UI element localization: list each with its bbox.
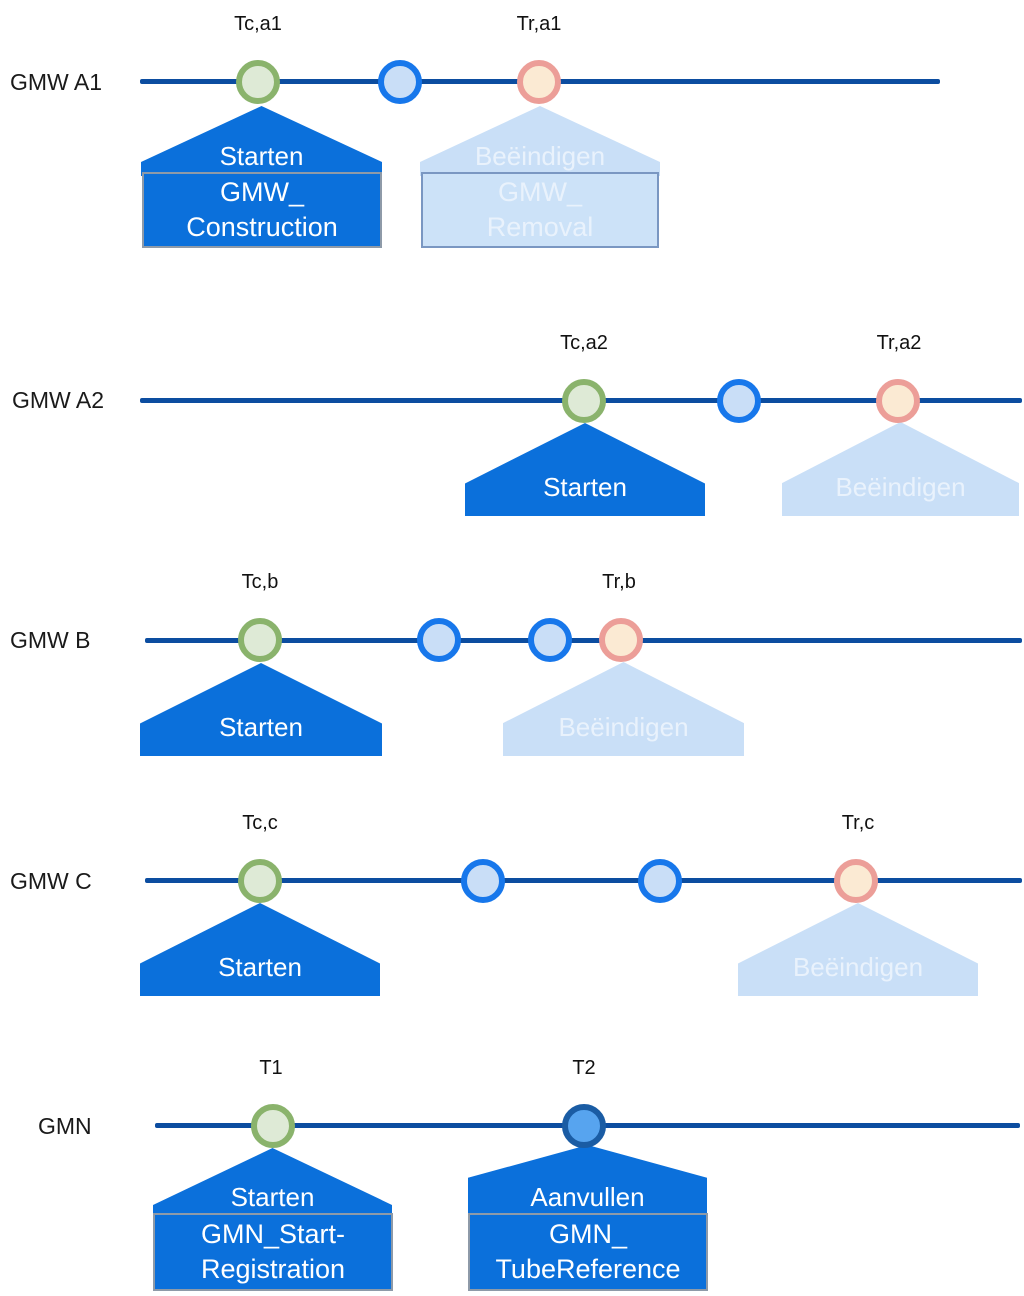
row-label-gmw-a2: GMW A2 <box>12 387 105 413</box>
event-marker-end-icon <box>834 859 878 903</box>
event-marker-start-icon <box>251 1104 295 1148</box>
callout-label: Beëindigen <box>835 472 966 502</box>
callout-starten-gmw-b: Starten <box>140 663 382 756</box>
box-line: TubeReference <box>495 1254 681 1284</box>
time-label-tc-b: Tc,b <box>241 571 279 593</box>
event-marker-intermediate-icon <box>528 618 572 662</box>
time-label-tr-a1: Tr,a1 <box>516 13 562 35</box>
event-marker-intermediate-icon <box>717 379 761 423</box>
box-line: Removal <box>486 212 594 242</box>
callout-label: Starten <box>219 141 304 171</box>
event-marker-end-icon <box>517 60 561 104</box>
callout-beeindigen-gmw-c: Beëindigen <box>738 903 978 996</box>
row-label-gmw-c: GMW C <box>10 868 92 894</box>
callout-starten-gmn: Starten <box>153 1148 392 1215</box>
callout-starten-gmw-a2: Starten <box>465 423 705 516</box>
event-marker-intermediate-icon <box>461 859 505 903</box>
row-label-gmw-b: GMW B <box>10 627 91 653</box>
callout-beeindigen-gmw-a2: Beëindigen <box>782 422 1019 516</box>
time-label-tc-a2: Tc,a2 <box>560 332 608 354</box>
callout-beeindigen-gmw-b: Beëindigen <box>503 662 744 756</box>
callout-label: Aanvullen <box>530 1182 645 1212</box>
row-label-gmw-a1: GMW A1 <box>10 69 103 95</box>
timeline-gmw-c <box>145 878 1022 883</box>
event-marker-intermediate-icon <box>417 618 461 662</box>
event-marker-intermediate-icon <box>378 60 422 104</box>
time-label-tc-c: Tc,c <box>242 812 278 834</box>
event-marker-start-icon <box>238 859 282 903</box>
box-gmw-construction: GMW_ Construction <box>142 172 382 248</box>
event-marker-intermediate-icon <box>638 859 682 903</box>
time-label-tr-c: Tr,c <box>841 812 875 834</box>
event-marker-filled-icon <box>562 1104 606 1148</box>
box-line: GMW_ <box>220 177 304 207</box>
event-marker-end-icon <box>599 618 643 662</box>
row-label-gmn: GMN <box>38 1113 92 1139</box>
callout-label: Beëindigen <box>792 952 924 982</box>
box-gmn-start-registration: GMN_Start- Registration <box>153 1213 393 1291</box>
callout-beeindigen-gmw-a1: Beëindigen <box>420 106 660 176</box>
time-label-t1: T1 <box>259 1057 283 1079</box>
callout-label: Starten <box>218 952 302 982</box>
box-line: GMN_Start- <box>200 1219 346 1249</box>
box-line: GMN_ <box>548 1219 627 1249</box>
callout-starten-gmw-a1: Starten <box>141 106 382 176</box>
time-label-tc-a1: Tc,a1 <box>234 13 282 35</box>
time-label-tr-b: Tr,b <box>602 571 636 593</box>
callout-label: Beëindigen <box>474 141 606 171</box>
time-label-tr-a2: Tr,a2 <box>876 332 922 354</box>
event-marker-end-icon <box>876 379 920 423</box>
box-line: GMW_ <box>498 177 582 207</box>
callout-label: Starten <box>219 712 303 742</box>
callout-label: Beëindigen <box>558 712 689 742</box>
event-marker-start-icon <box>238 618 282 662</box>
box-gmn-tubereference: GMN_ TubeReference <box>468 1213 708 1291</box>
box-line: Registration <box>200 1254 346 1284</box>
callout-starten-gmw-c: Starten <box>140 903 380 996</box>
event-marker-start-icon <box>236 60 280 104</box>
box-line: Construction <box>186 212 338 242</box>
event-marker-start-icon <box>562 379 606 423</box>
callout-label: Starten <box>230 1182 315 1212</box>
time-label-t2: T2 <box>572 1057 596 1079</box>
box-gmw-removal: GMW_ Removal <box>421 172 659 248</box>
callout-label: Starten <box>543 472 627 502</box>
timeline-gmw-b <box>145 638 1022 643</box>
